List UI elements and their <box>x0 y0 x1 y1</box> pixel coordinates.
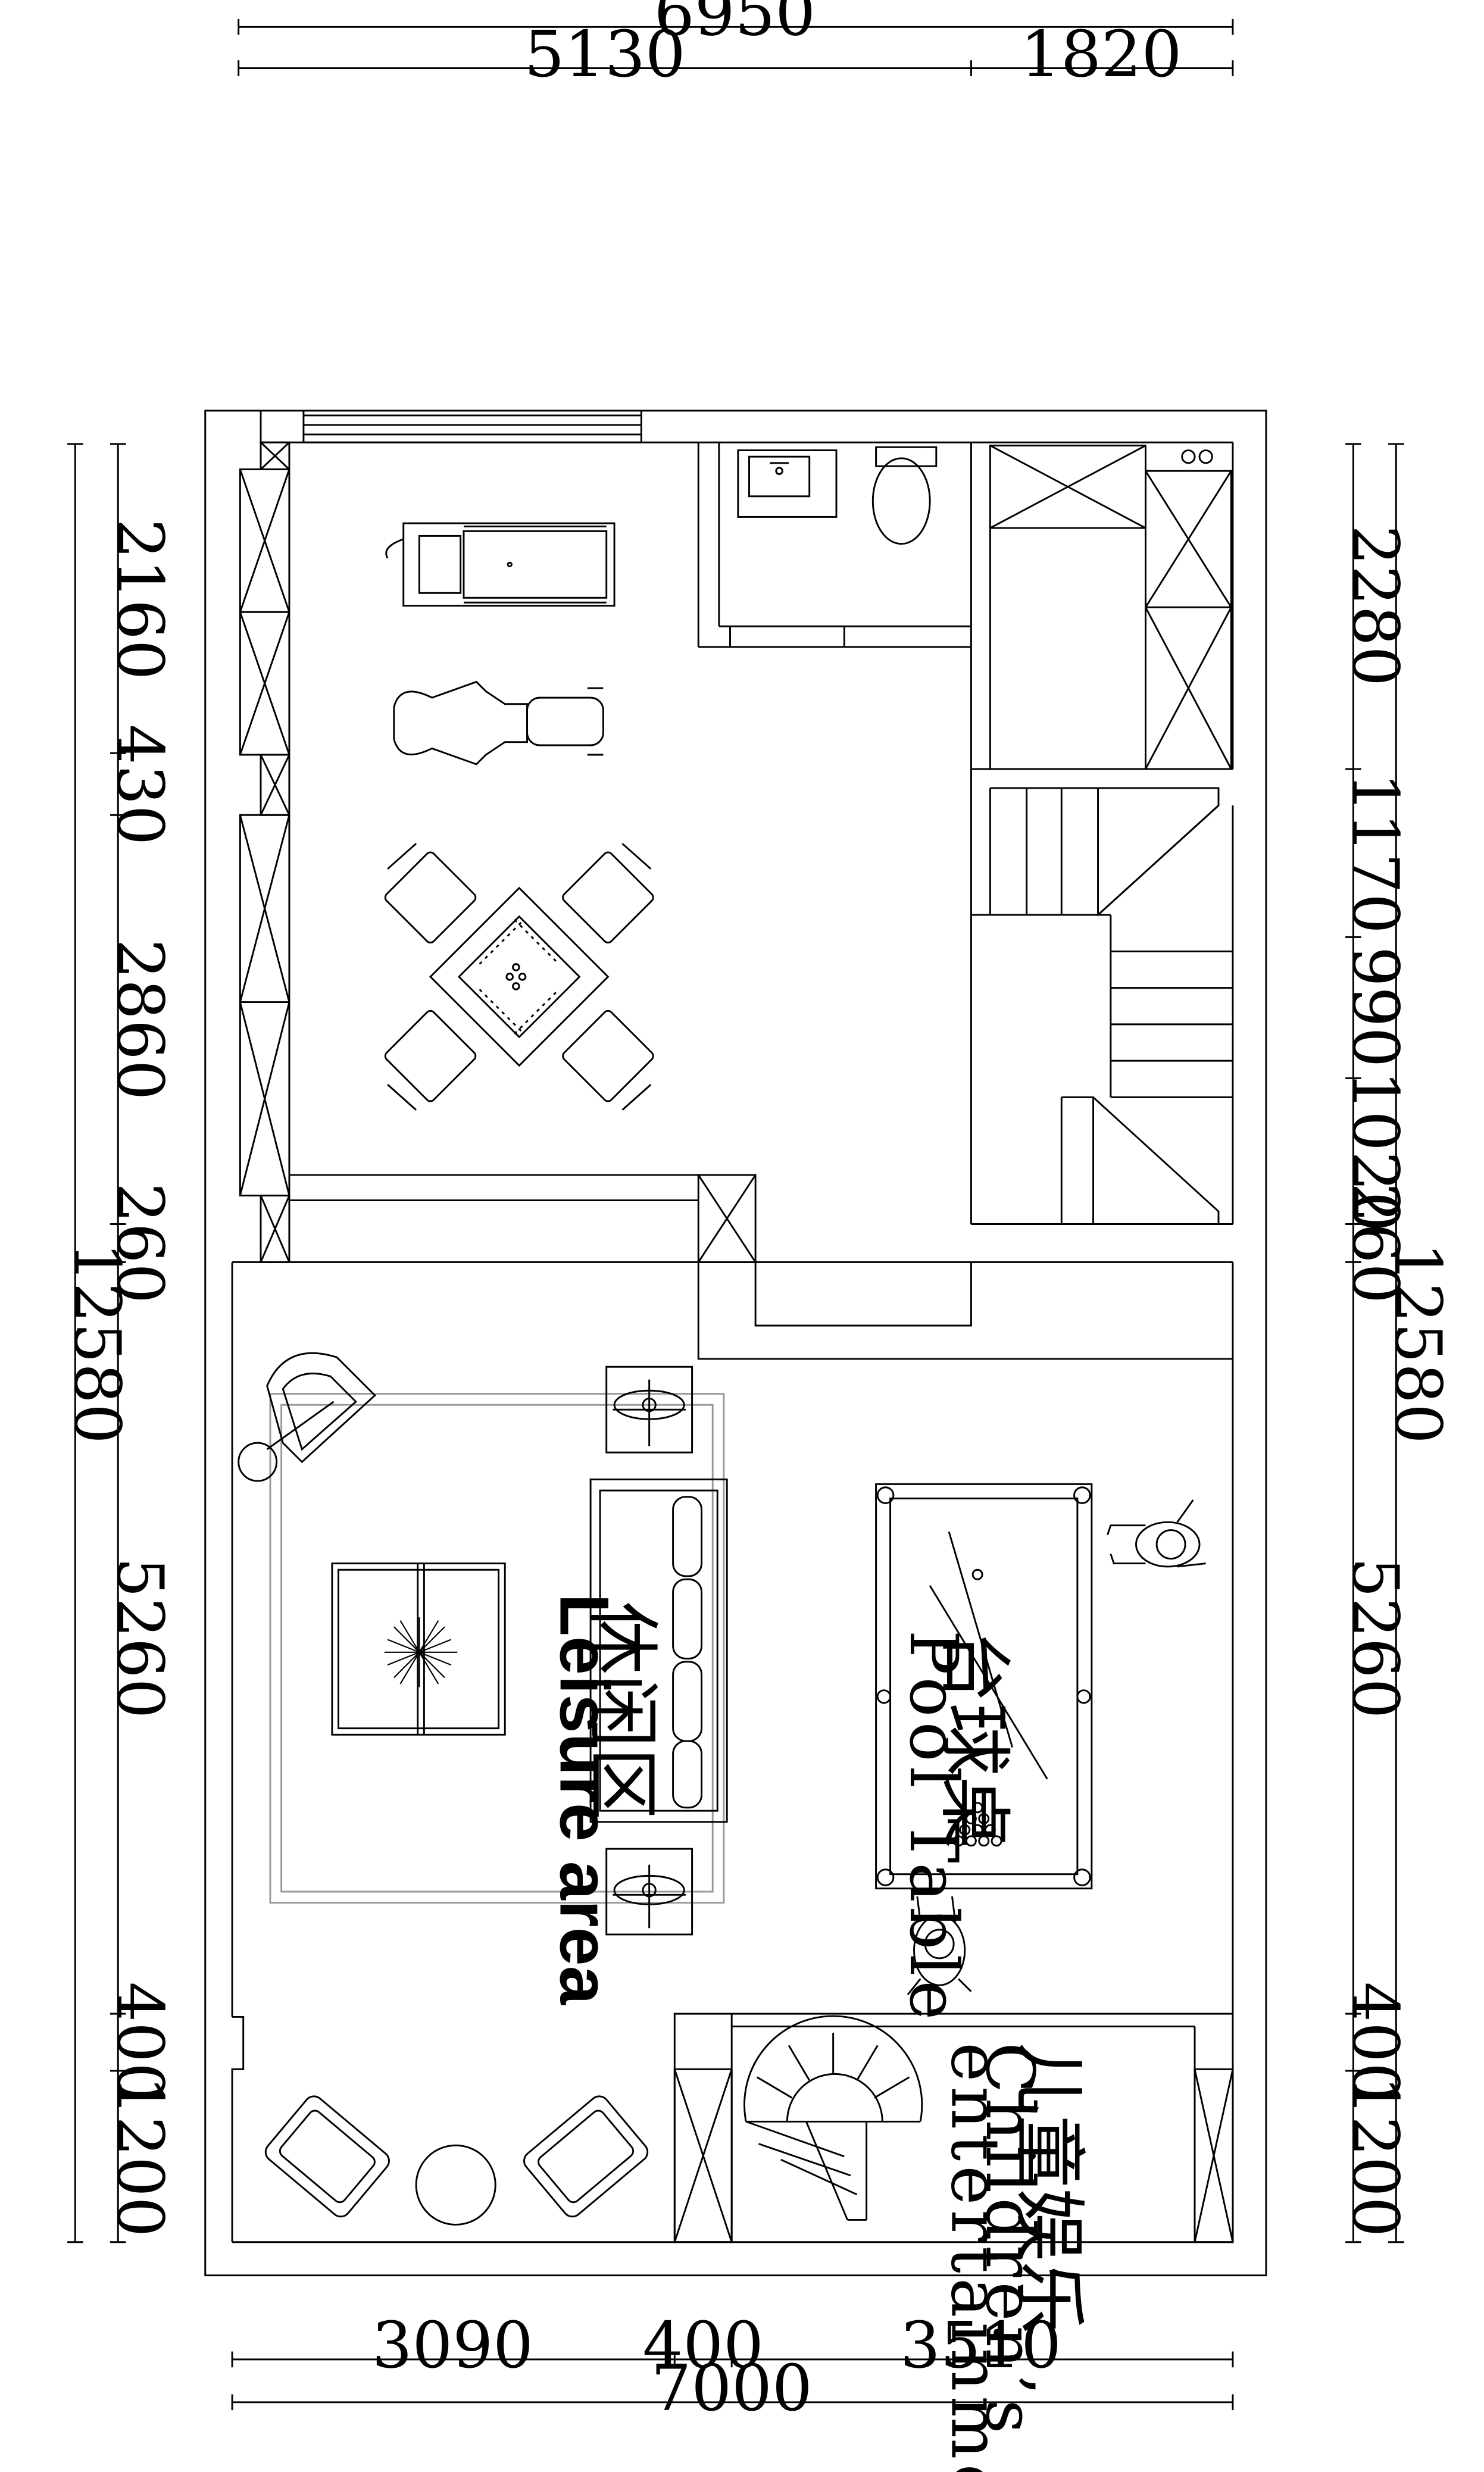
kids-label-en-2: entertainment <box>936 2042 1013 2472</box>
armchair-lounge <box>238 1352 376 1482</box>
dim-left-total: 12580 <box>60 1242 133 1444</box>
dim-left-2: 430 <box>102 724 176 845</box>
lounge-chair-right <box>523 2095 649 2218</box>
dim-top-left: 5130 <box>524 18 685 92</box>
leisure-rug <box>269 1393 725 1904</box>
dim-left-7: 1200 <box>102 2076 176 2237</box>
dim-left-5: 5260 <box>102 1557 176 1718</box>
kids-label-en-1: Children’s <box>971 2042 1048 2438</box>
mahjong-table <box>429 886 610 1067</box>
round-side-table <box>415 2144 496 2226</box>
player-figure-bottom <box>907 1896 972 1996</box>
mahjong-chair-se <box>562 1010 654 1111</box>
gym-room-walls <box>289 442 971 1263</box>
elliptical-machine <box>393 680 604 765</box>
wash-basin <box>737 449 838 518</box>
pool-table <box>875 1483 1093 1890</box>
dimension-labels: 6950 5130 1820 3090 400 3510 7000 2160 4… <box>60 0 1454 2426</box>
right-dimension-lines <box>1345 443 1404 2243</box>
bottom-dimension-lines <box>231 2351 1234 2411</box>
leisure-label-en: Leisure area <box>545 1593 623 2005</box>
dim-right-1: 2280 <box>1338 525 1411 686</box>
treadmill <box>385 522 616 607</box>
dim-left-6: 400 <box>102 1982 176 2102</box>
dim-right-3: 990 <box>1338 946 1411 1067</box>
dim-right-8: 1200 <box>1338 2076 1411 2237</box>
dim-right-4: 1020 <box>1338 1070 1411 1232</box>
dim-right-5: 260 <box>1338 1183 1411 1304</box>
dim-bottom-c: 3510 <box>900 2309 1061 2383</box>
mahjong-chair-nw <box>384 843 477 944</box>
spiral-slide <box>743 2015 923 2221</box>
left-window-lower <box>239 814 290 1263</box>
staircase <box>970 768 1234 1225</box>
leisure-label-cn: 休闲区 <box>580 1602 665 1821</box>
dim-right-7: 400 <box>1338 1982 1411 2102</box>
bathroom <box>718 442 972 769</box>
coffee-table <box>331 1562 506 1736</box>
kids-label-cn: 儿童娱乐 <box>1006 2042 1091 2334</box>
dim-bottom-total: 7000 <box>651 2352 813 2426</box>
lounge-chair-left <box>264 2095 390 2218</box>
dim-left-3: 2860 <box>102 939 176 1100</box>
mahjong-chair-ne <box>562 843 654 944</box>
lower-area-walls <box>231 1261 1234 2243</box>
mahjong-chair-sw <box>384 1010 477 1111</box>
dim-left-4: 260 <box>102 1183 176 1304</box>
dim-top-total: 6950 <box>654 0 816 51</box>
storage-cabinets <box>971 445 1233 770</box>
dim-right-2: 1170 <box>1338 773 1411 934</box>
side-table-top <box>605 1365 693 1454</box>
side-table-bottom <box>605 1848 693 1936</box>
toilet <box>871 446 938 545</box>
player-figure-top <box>1107 1499 1206 1568</box>
pool-label-en: Pool Table <box>895 1630 972 2024</box>
dim-bottom-b: 400 <box>643 2309 764 2383</box>
outer-walls <box>204 410 1267 2277</box>
sofa <box>589 1478 728 1823</box>
dim-top-right: 1820 <box>1020 18 1182 92</box>
dim-right-6: 5260 <box>1338 1557 1411 1718</box>
top-dimension-lines <box>238 18 1234 76</box>
dim-bottom-a: 3090 <box>372 2309 533 2383</box>
dim-left-1: 2160 <box>102 518 176 680</box>
left-window-upper <box>239 441 290 816</box>
left-dimension-lines <box>67 443 126 2243</box>
pool-balls <box>952 1802 1002 1847</box>
dim-right-total: 12580 <box>1380 1242 1454 1444</box>
pool-label-cn: 台球桌 <box>932 1630 1017 1849</box>
room-labels: 休闲区 Leisure area 台球桌 Pool Table 儿童娱乐 Chi… <box>545 1593 1091 2472</box>
